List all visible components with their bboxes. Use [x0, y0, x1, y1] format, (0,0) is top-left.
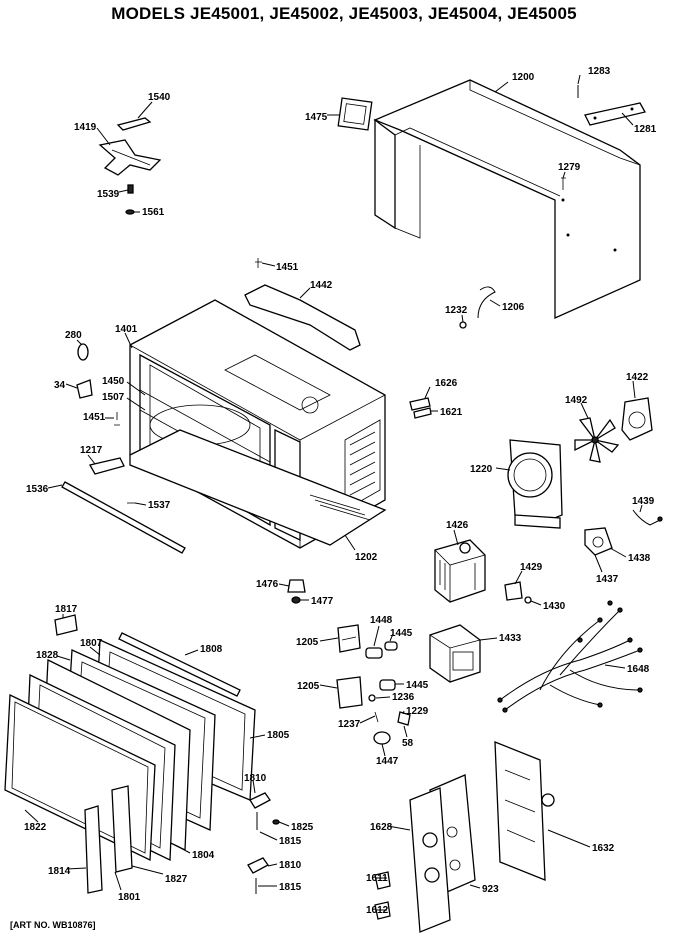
label-1477: 1477: [311, 596, 334, 607]
label-1648: 1648: [627, 664, 650, 675]
label-1804: 1804: [192, 850, 215, 861]
label-1401: 1401: [115, 324, 138, 335]
label-1442: 1442: [310, 280, 333, 291]
part-1205b: [336, 676, 363, 709]
stirrer-assembly: [98, 117, 162, 215]
label-1433: 1433: [499, 633, 522, 644]
part-1217: [89, 457, 125, 475]
part-1433: [429, 624, 481, 683]
label-1205-bottom: 1205: [297, 681, 320, 692]
label-1450: 1450: [102, 376, 125, 387]
label-1229: 1229: [406, 706, 429, 717]
label-1281: 1281: [634, 124, 657, 135]
label-1539: 1539: [97, 189, 120, 200]
label-1217: 1217: [80, 445, 103, 456]
part-1648: [497, 600, 643, 713]
part-labels: 1200 1283 1281 1279 1475 1540 1419 1539 …: [24, 66, 657, 916]
leader-lines: [24, 74, 643, 911]
label-1827: 1827: [165, 874, 188, 885]
part-1492: [574, 417, 620, 463]
label-1810-bottom: 1810: [279, 860, 302, 871]
label-1422: 1422: [626, 372, 649, 383]
label-1537: 1537: [148, 500, 171, 511]
part-280: [77, 343, 89, 361]
label-1451-top: 1451: [276, 262, 299, 273]
part-1442: [244, 284, 361, 351]
label-1279: 1279: [558, 162, 581, 173]
label-1612: 1612: [366, 905, 389, 916]
label-1815-top: 1815: [279, 836, 302, 847]
label-1475: 1475: [305, 112, 328, 123]
label-1611: 1611: [366, 873, 388, 884]
label-1232: 1232: [445, 305, 468, 316]
part-1475: [337, 97, 373, 131]
art-number: [ART NO. WB10876]: [10, 920, 96, 930]
label-1632: 1632: [592, 843, 615, 854]
part-1426: [434, 539, 486, 603]
part-1476: [287, 579, 306, 593]
part-1632: [494, 741, 555, 881]
label-1200: 1200: [512, 72, 535, 83]
label-1202: 1202: [355, 552, 378, 563]
part-1536: [61, 481, 186, 554]
label-1540: 1540: [148, 92, 171, 103]
label-1561: 1561: [142, 207, 165, 218]
label-1236: 1236: [392, 692, 415, 703]
label-1805: 1805: [267, 730, 290, 741]
part-1422: [621, 397, 653, 441]
label-1426: 1426: [446, 520, 469, 531]
part-1202: [129, 429, 387, 546]
part-1438: [584, 527, 613, 556]
label-34: 34: [54, 380, 66, 391]
label-1628: 1628: [370, 822, 393, 833]
label-1206: 1206: [502, 302, 525, 313]
label-1807: 1807: [80, 638, 103, 649]
label-1828: 1828: [36, 650, 59, 661]
label-1825: 1825: [291, 822, 314, 833]
label-1438: 1438: [628, 553, 651, 564]
part-1281: [584, 102, 646, 126]
label-1430: 1430: [543, 601, 566, 612]
label-923: 923: [482, 884, 499, 895]
control-panel: [409, 774, 476, 933]
diagram-title: MODELS JE45001, JE45002, JE45003, JE4500…: [111, 4, 577, 23]
label-1419: 1419: [74, 122, 97, 133]
label-1283: 1283: [588, 66, 611, 77]
label-1621: 1621: [440, 407, 463, 418]
label-1815-bottom: 1815: [279, 882, 302, 893]
label-1507: 1507: [102, 392, 125, 403]
label-1205-top: 1205: [296, 637, 319, 648]
label-1237: 1237: [338, 719, 361, 730]
label-58: 58: [402, 738, 414, 749]
label-1822: 1822: [24, 822, 47, 833]
label-1536: 1536: [26, 484, 49, 495]
label-1817: 1817: [55, 604, 78, 615]
label-1626: 1626: [435, 378, 458, 389]
door-assembly: [4, 614, 256, 894]
label-1451-mid: 1451: [83, 412, 106, 423]
label-1801: 1801: [118, 892, 141, 903]
outer-case: [373, 79, 641, 320]
label-1810-top: 1810: [244, 773, 267, 784]
label-1439: 1439: [632, 496, 655, 507]
label-1476: 1476: [256, 579, 279, 590]
label-1437: 1437: [596, 574, 619, 585]
label-1445-bottom: 1445: [406, 680, 429, 691]
label-1492: 1492: [565, 395, 588, 406]
label-1808: 1808: [200, 644, 223, 655]
label-280: 280: [65, 330, 82, 341]
label-1220: 1220: [470, 464, 493, 475]
label-1814: 1814: [48, 866, 71, 877]
label-1445-top: 1445: [390, 628, 413, 639]
label-1448: 1448: [370, 615, 393, 626]
part-1447: [373, 731, 391, 745]
label-1447: 1447: [376, 756, 399, 767]
label-1429: 1429: [520, 562, 543, 573]
